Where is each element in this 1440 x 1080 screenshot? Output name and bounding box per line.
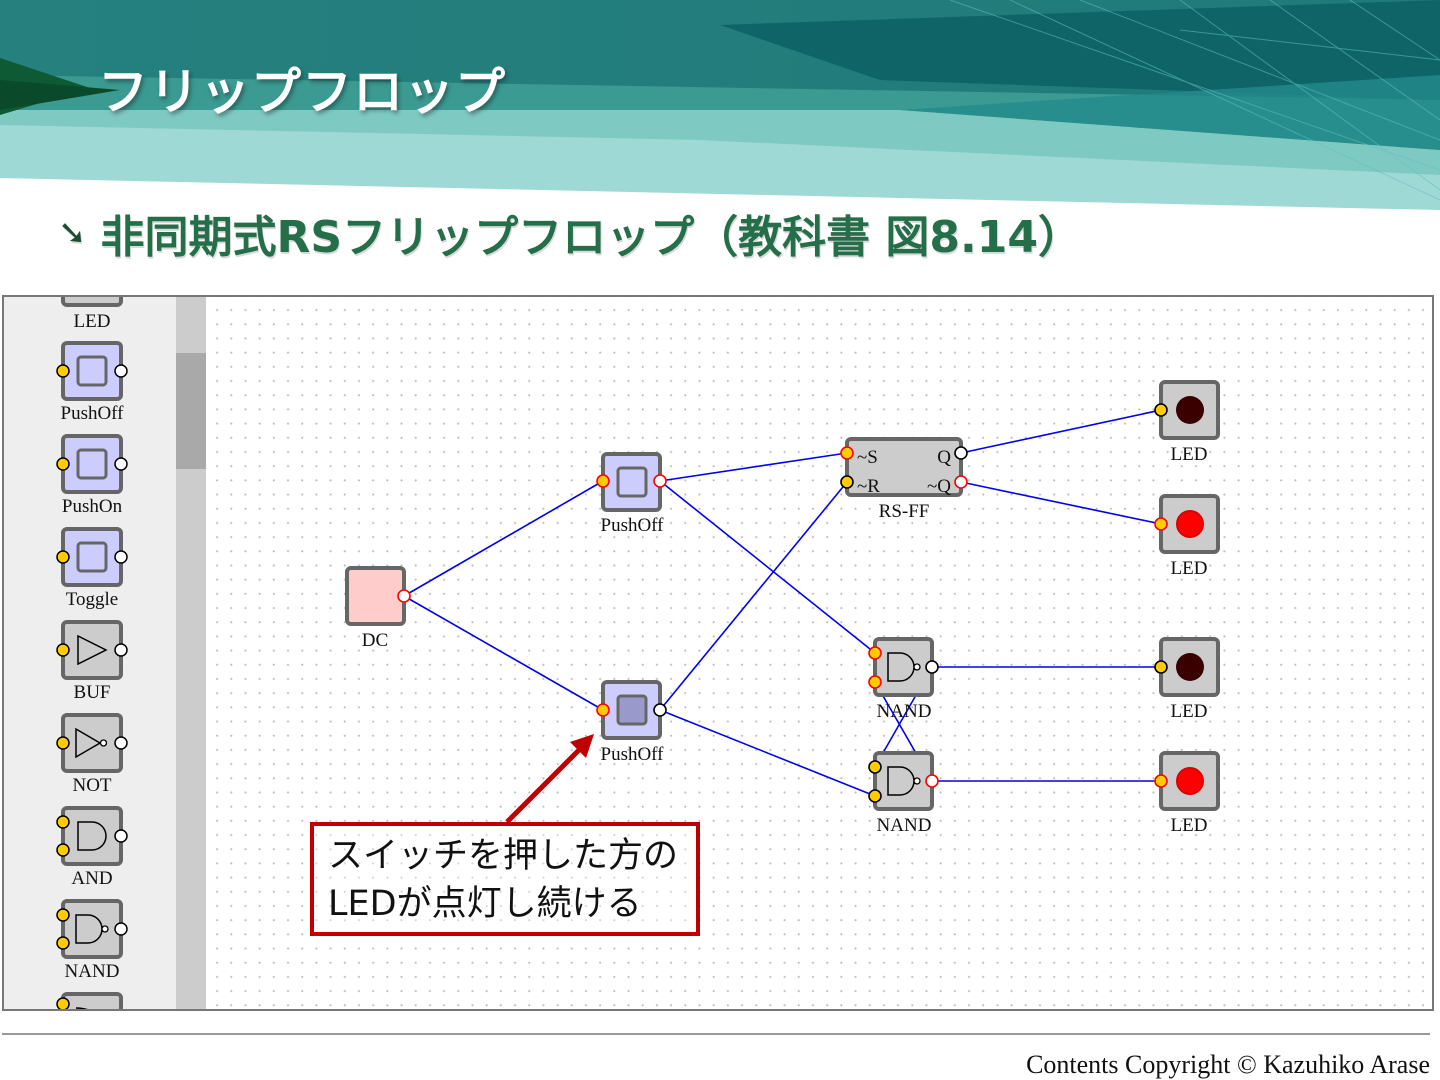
led-2-label: LED <box>1171 558 1208 579</box>
nand-gate-2[interactable]: NAND <box>868 751 939 836</box>
led-on-icon <box>1176 767 1204 795</box>
led-3-label: LED <box>1171 701 1208 722</box>
footer-divider <box>2 1033 1430 1035</box>
pushoff-switch-2[interactable]: PushOff <box>596 680 667 765</box>
switch-button-pressed-icon[interactable] <box>616 694 648 726</box>
palette-item-buf[interactable]: BUF <box>56 620 128 703</box>
palette-item-led[interactable]: LED <box>61 297 123 332</box>
led-4-label: LED <box>1171 815 1208 836</box>
pushoff-2-label: PushOff <box>601 744 665 765</box>
pushoff-1-label: PushOff <box>601 515 665 536</box>
nand-gate-1[interactable]: NAND <box>868 637 939 722</box>
circuit-canvas[interactable] <box>206 297 1432 1009</box>
palette-item-and[interactable]: AND <box>56 806 128 889</box>
palette-label-nand: NAND <box>65 961 120 982</box>
rs-flipflop[interactable]: ~S ~R Q ~Q RS-FF <box>840 437 968 522</box>
callout-arrow-icon <box>505 734 594 824</box>
wire-sw1-s[interactable] <box>659 452 848 482</box>
input-pin-icon <box>56 364 70 378</box>
arrow-bullet-icon: ➘ <box>58 213 87 253</box>
led-1-label: LED <box>1171 444 1208 465</box>
slide-subtitle: ➘ 非同期式RSフリップフロップ（教科書 図8.14） <box>58 200 1082 266</box>
dc-source[interactable]: DC <box>345 566 411 651</box>
dc-label: DC <box>362 630 388 651</box>
subtitle-text: 非同期式RSフリップフロップ（教科書 図8.14） <box>100 212 1082 263</box>
palette-label-pushoff: PushOff <box>61 403 125 424</box>
or-gate-icon <box>75 1007 88 1009</box>
callout-line-2: LEDが点灯し続ける <box>328 884 642 924</box>
palette-label-toggle: Toggle <box>66 589 119 610</box>
pin-label-s: ~S <box>857 447 878 468</box>
palette-label-buf: BUF <box>74 682 111 703</box>
callout-box: スイッチを押した方の LEDが点灯し続ける <box>310 822 700 936</box>
led-on-icon <box>1176 510 1204 538</box>
pin-label-nq: ~Q <box>927 476 951 497</box>
wire-dc-sw2[interactable] <box>403 595 604 711</box>
wire-q-led1[interactable] <box>960 409 1162 454</box>
palette-label-led: LED <box>74 311 111 332</box>
palette-items: LED PushOff PushOn <box>56 297 128 1009</box>
pin-label-r: ~R <box>857 476 880 497</box>
and-gate-icon <box>77 821 107 851</box>
led-3[interactable]: LED <box>1154 637 1220 722</box>
palette-item-not[interactable]: NOT <box>56 713 128 796</box>
slide-title: フリップフロップ <box>98 63 506 121</box>
palette-item-pushon[interactable]: PushOn <box>56 434 128 517</box>
wire-dc-sw1[interactable] <box>403 480 604 597</box>
slide-banner <box>0 0 1440 220</box>
palette-label-pushon: PushOn <box>62 496 123 517</box>
pin-label-q: Q <box>937 447 951 468</box>
led-off-icon <box>1176 396 1204 424</box>
led-2[interactable]: LED <box>1154 494 1220 579</box>
led-off-icon <box>1176 653 1204 681</box>
pushoff-switch-1[interactable]: PushOff <box>596 452 667 536</box>
copyright-text: Contents Copyright © Kazuhiko Arase <box>1026 1050 1430 1079</box>
palette-item-pushoff[interactable]: PushOff <box>56 341 128 424</box>
wire-sw2-r[interactable] <box>659 481 848 711</box>
palette-item-or[interactable] <box>56 992 123 1009</box>
wires <box>403 409 1162 797</box>
wire-nq-led2[interactable] <box>960 481 1162 525</box>
output-pin-icon <box>114 364 128 378</box>
palette-label-and: AND <box>71 868 112 889</box>
buffer-gate-icon <box>77 634 108 666</box>
component-palette: LED PushOff PushOn <box>4 297 176 1009</box>
switch-button-icon[interactable] <box>616 466 648 498</box>
rsff-label: RS-FF <box>879 501 930 522</box>
nand-2-label: NAND <box>877 815 932 836</box>
palette-scroll-thumb[interactable] <box>176 353 206 469</box>
led-1[interactable]: LED <box>1154 380 1220 465</box>
palette-item-nand[interactable]: NAND <box>56 899 128 982</box>
wire-sw2-nand2[interactable] <box>659 709 876 797</box>
nand-1-label: NAND <box>877 701 932 722</box>
palette-label-not: NOT <box>72 775 111 796</box>
not-gate-icon <box>75 727 102 759</box>
callout-line-1: スイッチを押した方の <box>328 836 679 876</box>
wire-sw1-nand1[interactable] <box>659 480 876 654</box>
palette-scrollbar[interactable] <box>176 297 206 1009</box>
output-pin-icon[interactable] <box>397 589 411 603</box>
led-4[interactable]: LED <box>1154 751 1220 836</box>
palette-item-toggle[interactable]: Toggle <box>56 527 128 610</box>
